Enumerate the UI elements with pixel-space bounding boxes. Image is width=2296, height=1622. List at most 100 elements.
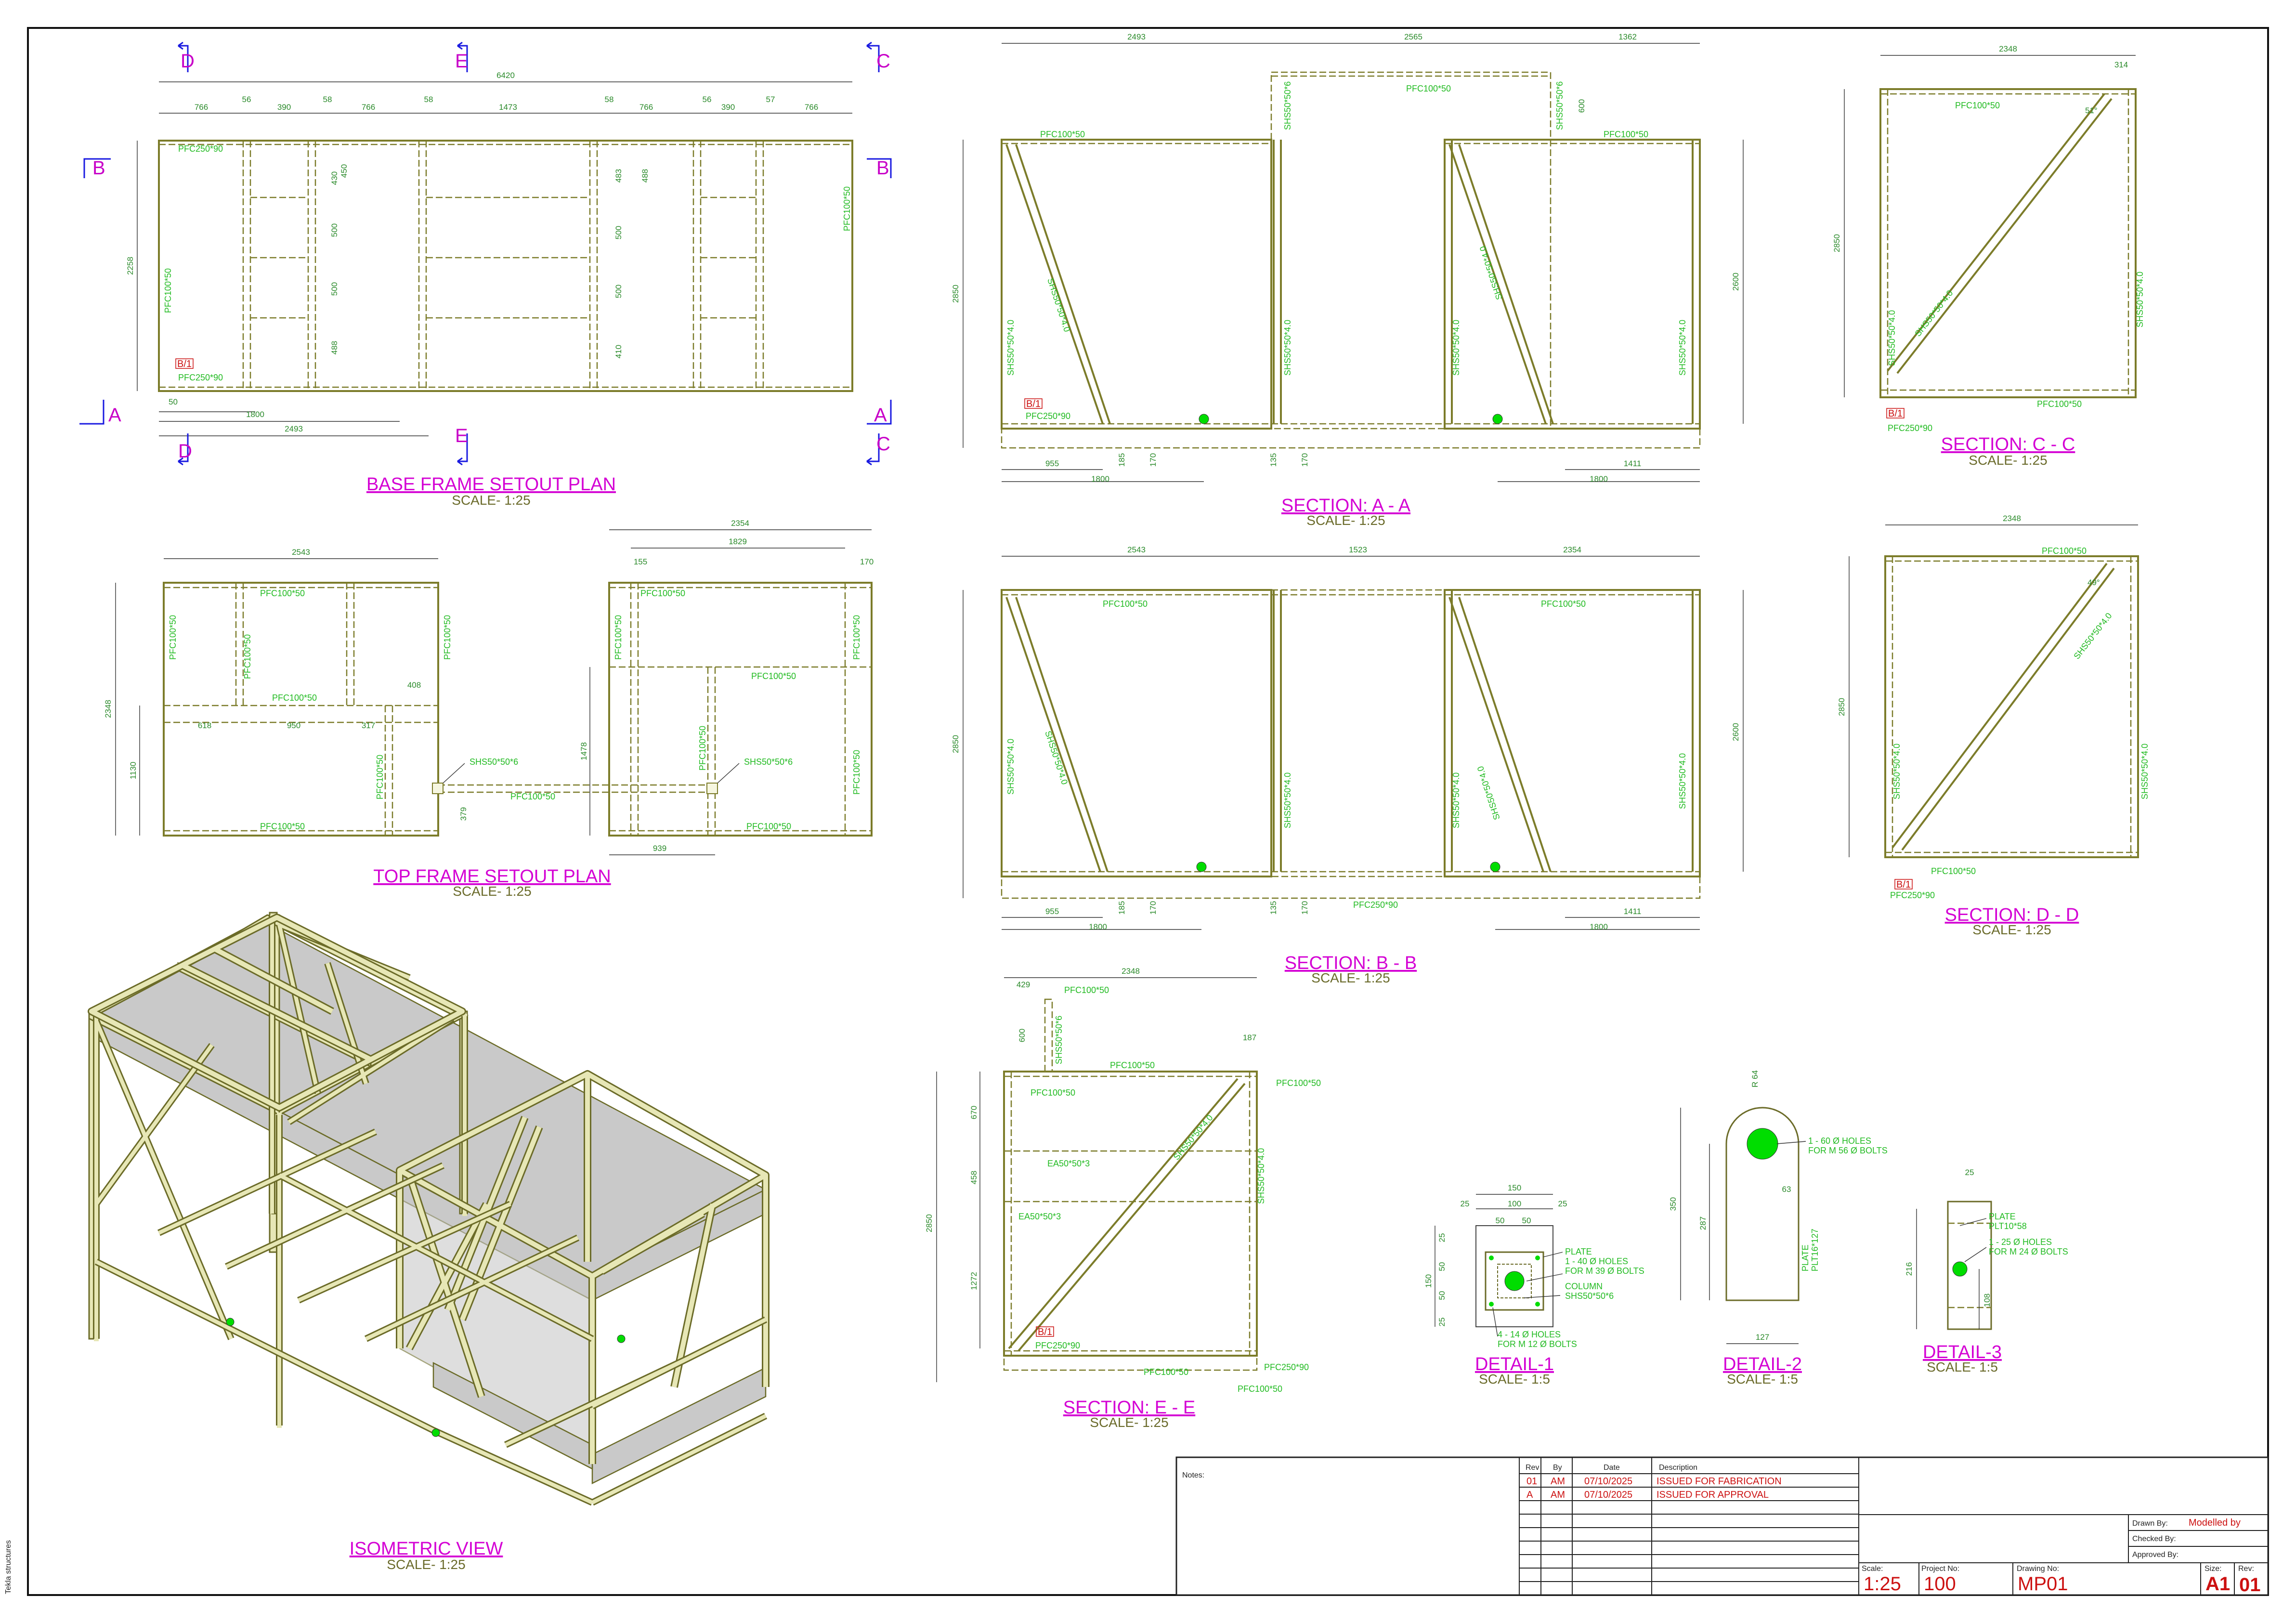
revision-desc: ISSUED FOR APPROVAL [1657, 1490, 1769, 1500]
member-label: PFC100*50 [1276, 1078, 1321, 1088]
desc-header: Description [1659, 1464, 1697, 1472]
member-label: PFC100*50 [751, 671, 796, 681]
member-label: SHS50*50*4.0 [1283, 320, 1292, 376]
dim: 25 [1437, 1318, 1447, 1327]
base-frame-setout-plan: 6420 766 56 390 58 766 58 1473 58 766 56… [79, 41, 892, 508]
member-label: SHS50*50*4.0 [1283, 772, 1292, 828]
view-title: DETAIL-2 [1723, 1354, 1802, 1374]
member-label: PFC250*90 [178, 373, 223, 382]
view-title: DETAIL-3 [1923, 1342, 2002, 1362]
assembly-tag: B/1 [1896, 879, 1911, 890]
view-scale: SCALE- 1:5 [1479, 1372, 1550, 1387]
dim: 766 [195, 103, 208, 112]
dim: 1411 [1624, 907, 1642, 916]
member-label: SHS50*50*4.0 [1887, 310, 1897, 366]
dim: 2348 [2003, 514, 2021, 523]
dim: 488 [640, 169, 650, 183]
section-a-a: 2493 2565 1362 2850 2600 600 955 1800 18… [951, 32, 1744, 528]
member-label: SHS50*50*4.0 [1451, 320, 1461, 376]
cut-label: E [455, 425, 468, 446]
dim: 950 [287, 721, 300, 730]
dim: 2600 [1731, 723, 1740, 741]
revision-by: AM [1551, 1490, 1565, 1500]
dim: 50 [1522, 1216, 1531, 1225]
scale-label: Scale: [1862, 1565, 1883, 1573]
dim: 2600 [1731, 273, 1740, 291]
dim: 410 [614, 345, 623, 358]
member-label: PFC100*50 [1064, 985, 1109, 995]
member-label: PFC100*50 [1031, 1088, 1075, 1098]
note-text: 4 - 14 Ø HOLES [1498, 1330, 1561, 1339]
member-label: PFC100*50 [2042, 546, 2087, 556]
dim: 170 [1148, 453, 1158, 467]
member-label: SHS50*50*6 [1555, 81, 1565, 130]
detail-1: 150 25 100 25 50 50 150 25 50 50 25 PLAT… [1424, 1183, 1644, 1387]
dim: 58 [605, 95, 614, 104]
view-scale: SCALE- 1:25 [1090, 1415, 1168, 1430]
note-text: 1 - 60 Ø HOLES [1808, 1136, 1871, 1146]
project-value: 100 [1924, 1573, 1956, 1595]
dim: 25 [1558, 1199, 1567, 1208]
member-label: SHS50*50*4.0 [1678, 320, 1687, 376]
revision-rev: A [1526, 1490, 1533, 1500]
dim: 170 [1300, 901, 1309, 915]
dim: 1478 [579, 742, 588, 760]
member-label: PFC100*50 [1955, 101, 2000, 110]
note-text: FOR M 24 Ø BOLTS [1989, 1247, 2068, 1256]
approved-by-label: Approved By: [2132, 1551, 2179, 1559]
dim: 458 [969, 1171, 978, 1184]
size-value: A1 [2205, 1573, 2230, 1595]
dim: 127 [1756, 1333, 1769, 1342]
member-label: SHS50*50*4.0 [1478, 245, 1504, 301]
member-label: PFC100*50 [746, 822, 791, 831]
revision-desc: ISSUED FOR FABRICATION [1657, 1476, 1782, 1487]
dim: 58 [323, 95, 332, 104]
assembly-tag: B/1 [1026, 399, 1041, 409]
view-scale: SCALE- 1:25 [387, 1557, 465, 1572]
note-text: SHS50*50*6 [1565, 1291, 1614, 1301]
notes-label: Notes: [1182, 1471, 1204, 1479]
member-label: PFC100*50 [613, 615, 623, 660]
note-text: FOR M 39 Ø BOLTS [1565, 1266, 1644, 1276]
member-label: PFC250*90 [1888, 423, 1932, 433]
member-label: SHS50*50*6 [470, 757, 518, 767]
dim: 50 [1437, 1262, 1447, 1271]
member-label: PFC250*90 [1264, 1362, 1309, 1372]
dim: 429 [1017, 980, 1030, 989]
dim: 2850 [951, 285, 960, 303]
dim: 390 [721, 103, 735, 112]
dim: 150 [1508, 1183, 1521, 1192]
dim: 2258 [126, 257, 135, 275]
revision-date: 07/10/2025 [1584, 1490, 1632, 1500]
drawn-by-label: Drawn By: [2132, 1519, 2168, 1528]
member-label: PFC250*90 [178, 144, 223, 154]
member-label: PFC100*50 [1238, 1384, 1282, 1394]
dim: 1411 [1624, 459, 1642, 468]
dim: 483 [614, 169, 623, 183]
member-label: PFC100*50 [1931, 866, 1976, 876]
dim: 49° [2087, 578, 2100, 587]
note-text: FOR M 56 Ø BOLTS [1808, 1146, 1888, 1155]
dim: 2565 [1404, 32, 1422, 41]
detail-3: 216 108 25 PLATE PLT10*58 1 - 25 Ø HOLES… [1905, 1168, 2068, 1374]
dim: 1272 [969, 1272, 978, 1290]
member-label: SHS50*50*4.0 [1256, 1148, 1266, 1204]
revision-rev: 01 [1526, 1476, 1537, 1487]
section-d-d: 2348 2850 49° PFC100*50 PFC100*50 SHS50*… [1837, 514, 2150, 937]
scale-value: 1:25 [1864, 1573, 1901, 1595]
sheet-border [27, 27, 2269, 1596]
dim: 170 [1148, 901, 1158, 915]
dim: 2543 [1127, 545, 1146, 554]
member-label: PFC100*50 [1110, 1060, 1155, 1070]
view-title: SECTION: C - C [1941, 434, 2075, 455]
dim: 2354 [1563, 545, 1581, 554]
dim: 766 [639, 103, 653, 112]
dim: 379 [459, 807, 468, 821]
member-label: SHS50*50*6 [744, 757, 793, 767]
dim: 6420 [496, 71, 515, 80]
dim: R 64 [1750, 1070, 1760, 1087]
view-scale: SCALE- 1:25 [1972, 922, 2051, 937]
view-scale: SCALE- 1:25 [453, 884, 531, 899]
member-label: PFC100*50 [1406, 84, 1451, 93]
by-header: By [1553, 1464, 1562, 1472]
